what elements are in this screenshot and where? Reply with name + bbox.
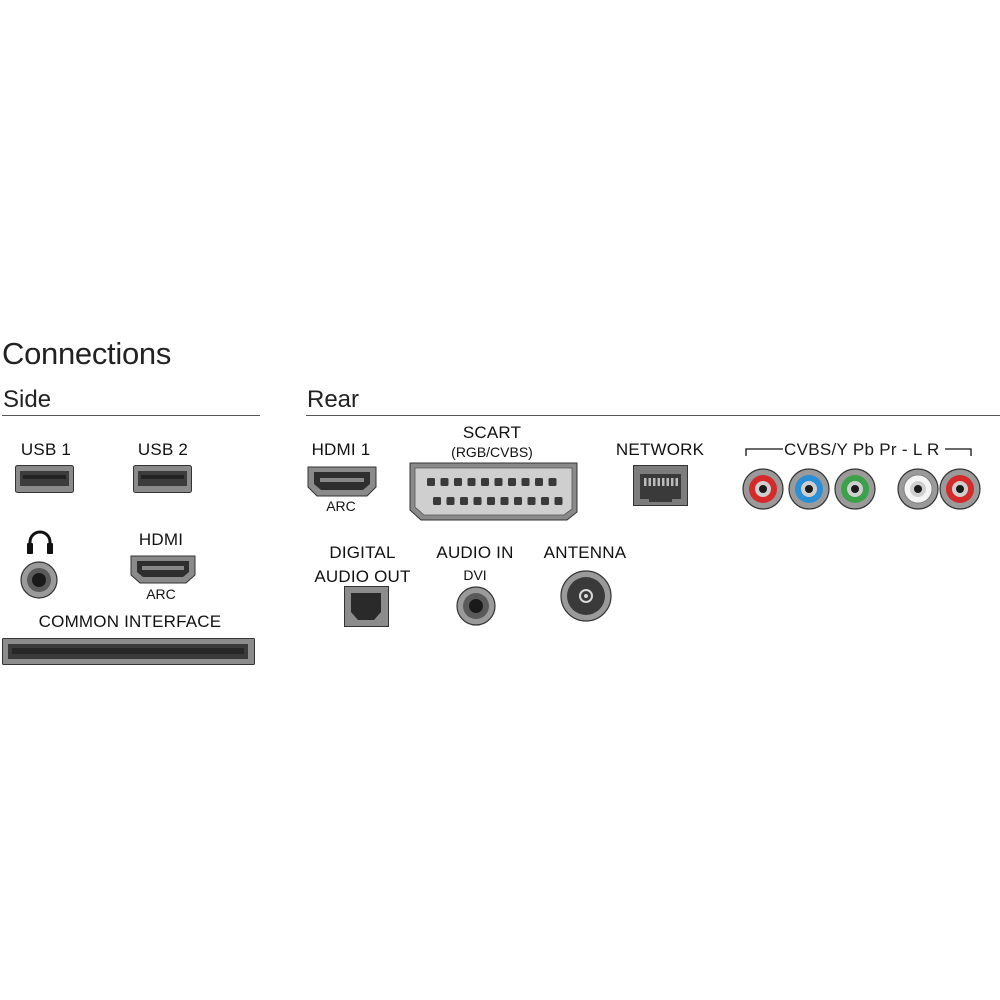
scart-pin [494, 478, 503, 486]
scart-pin [446, 497, 455, 505]
scart-pin [433, 497, 441, 505]
headphone-jack-icon [20, 561, 58, 599]
usb2-label: USB 2 [137, 440, 189, 459]
scart-sub-label: (RGB/CVBS) [451, 444, 533, 460]
scart-pin [548, 478, 557, 486]
component-label: CVBS/Y Pb Pr - L R [784, 440, 940, 459]
rca-jack-green-icon [834, 468, 876, 510]
scart-pin [481, 478, 489, 486]
common-interface-slot-icon [2, 638, 255, 665]
rear-divider [306, 415, 1000, 416]
scart-pin [527, 497, 536, 505]
rear-heading: Rear [307, 386, 360, 413]
antenna-port-icon [560, 570, 612, 622]
scart-pin [508, 478, 516, 486]
scart-pin [487, 497, 495, 505]
usb1-port-icon [15, 465, 74, 493]
side-hdmi-arc-label: ARC [146, 586, 176, 602]
side-heading: Side [3, 386, 52, 413]
digital-label-line2: AUDIO OUT [314, 567, 411, 586]
audio-in-dvi-label: DVI [463, 567, 487, 583]
scart-pin [460, 497, 468, 505]
audio-in-label: AUDIO IN [436, 543, 514, 562]
rca-jack-blue-icon [788, 468, 830, 510]
scart-pin [440, 478, 449, 486]
scart-label: SCART [462, 423, 522, 442]
rca-jacks-group [742, 468, 981, 510]
usb2-port-icon [133, 465, 192, 493]
rca-jack-red-audio-icon [939, 468, 981, 510]
component-bracket-icon [745, 448, 972, 456]
scart-pin [467, 478, 476, 486]
rear-hdmi1-port-icon [307, 466, 377, 497]
scart-pin [514, 497, 522, 505]
network-port-icon [633, 465, 688, 506]
scart-pin [554, 497, 563, 505]
side-hdmi-label: HDMI [138, 530, 184, 549]
page-title: Connections [2, 336, 172, 371]
digital-label-line1: DIGITAL [329, 543, 396, 562]
headphone-icon [27, 530, 53, 554]
scart-pin [541, 497, 549, 505]
antenna-label: ANTENNA [543, 543, 627, 562]
rear-hdmi1-arc-label: ARC [326, 498, 356, 514]
side-divider [2, 415, 260, 416]
scart-pin [454, 478, 462, 486]
scart-pin [500, 497, 509, 505]
scart-pin [473, 497, 482, 505]
network-label: NETWORK [615, 440, 705, 459]
audio-in-jack-icon [456, 586, 496, 626]
side-hdmi-port-icon [130, 555, 196, 584]
scart-pin [427, 478, 435, 486]
scart-connector-icon [409, 462, 578, 521]
optical-port-icon [344, 586, 389, 627]
common-interface-label: COMMON INTERFACE [38, 612, 222, 631]
scart-pin [535, 478, 543, 486]
rear-hdmi1-label: HDMI 1 [311, 440, 371, 459]
usb1-label: USB 1 [20, 440, 72, 459]
scart-pin [521, 478, 530, 486]
rca-jack-red-icon [742, 468, 784, 510]
rca-jack-white-icon [897, 468, 939, 510]
